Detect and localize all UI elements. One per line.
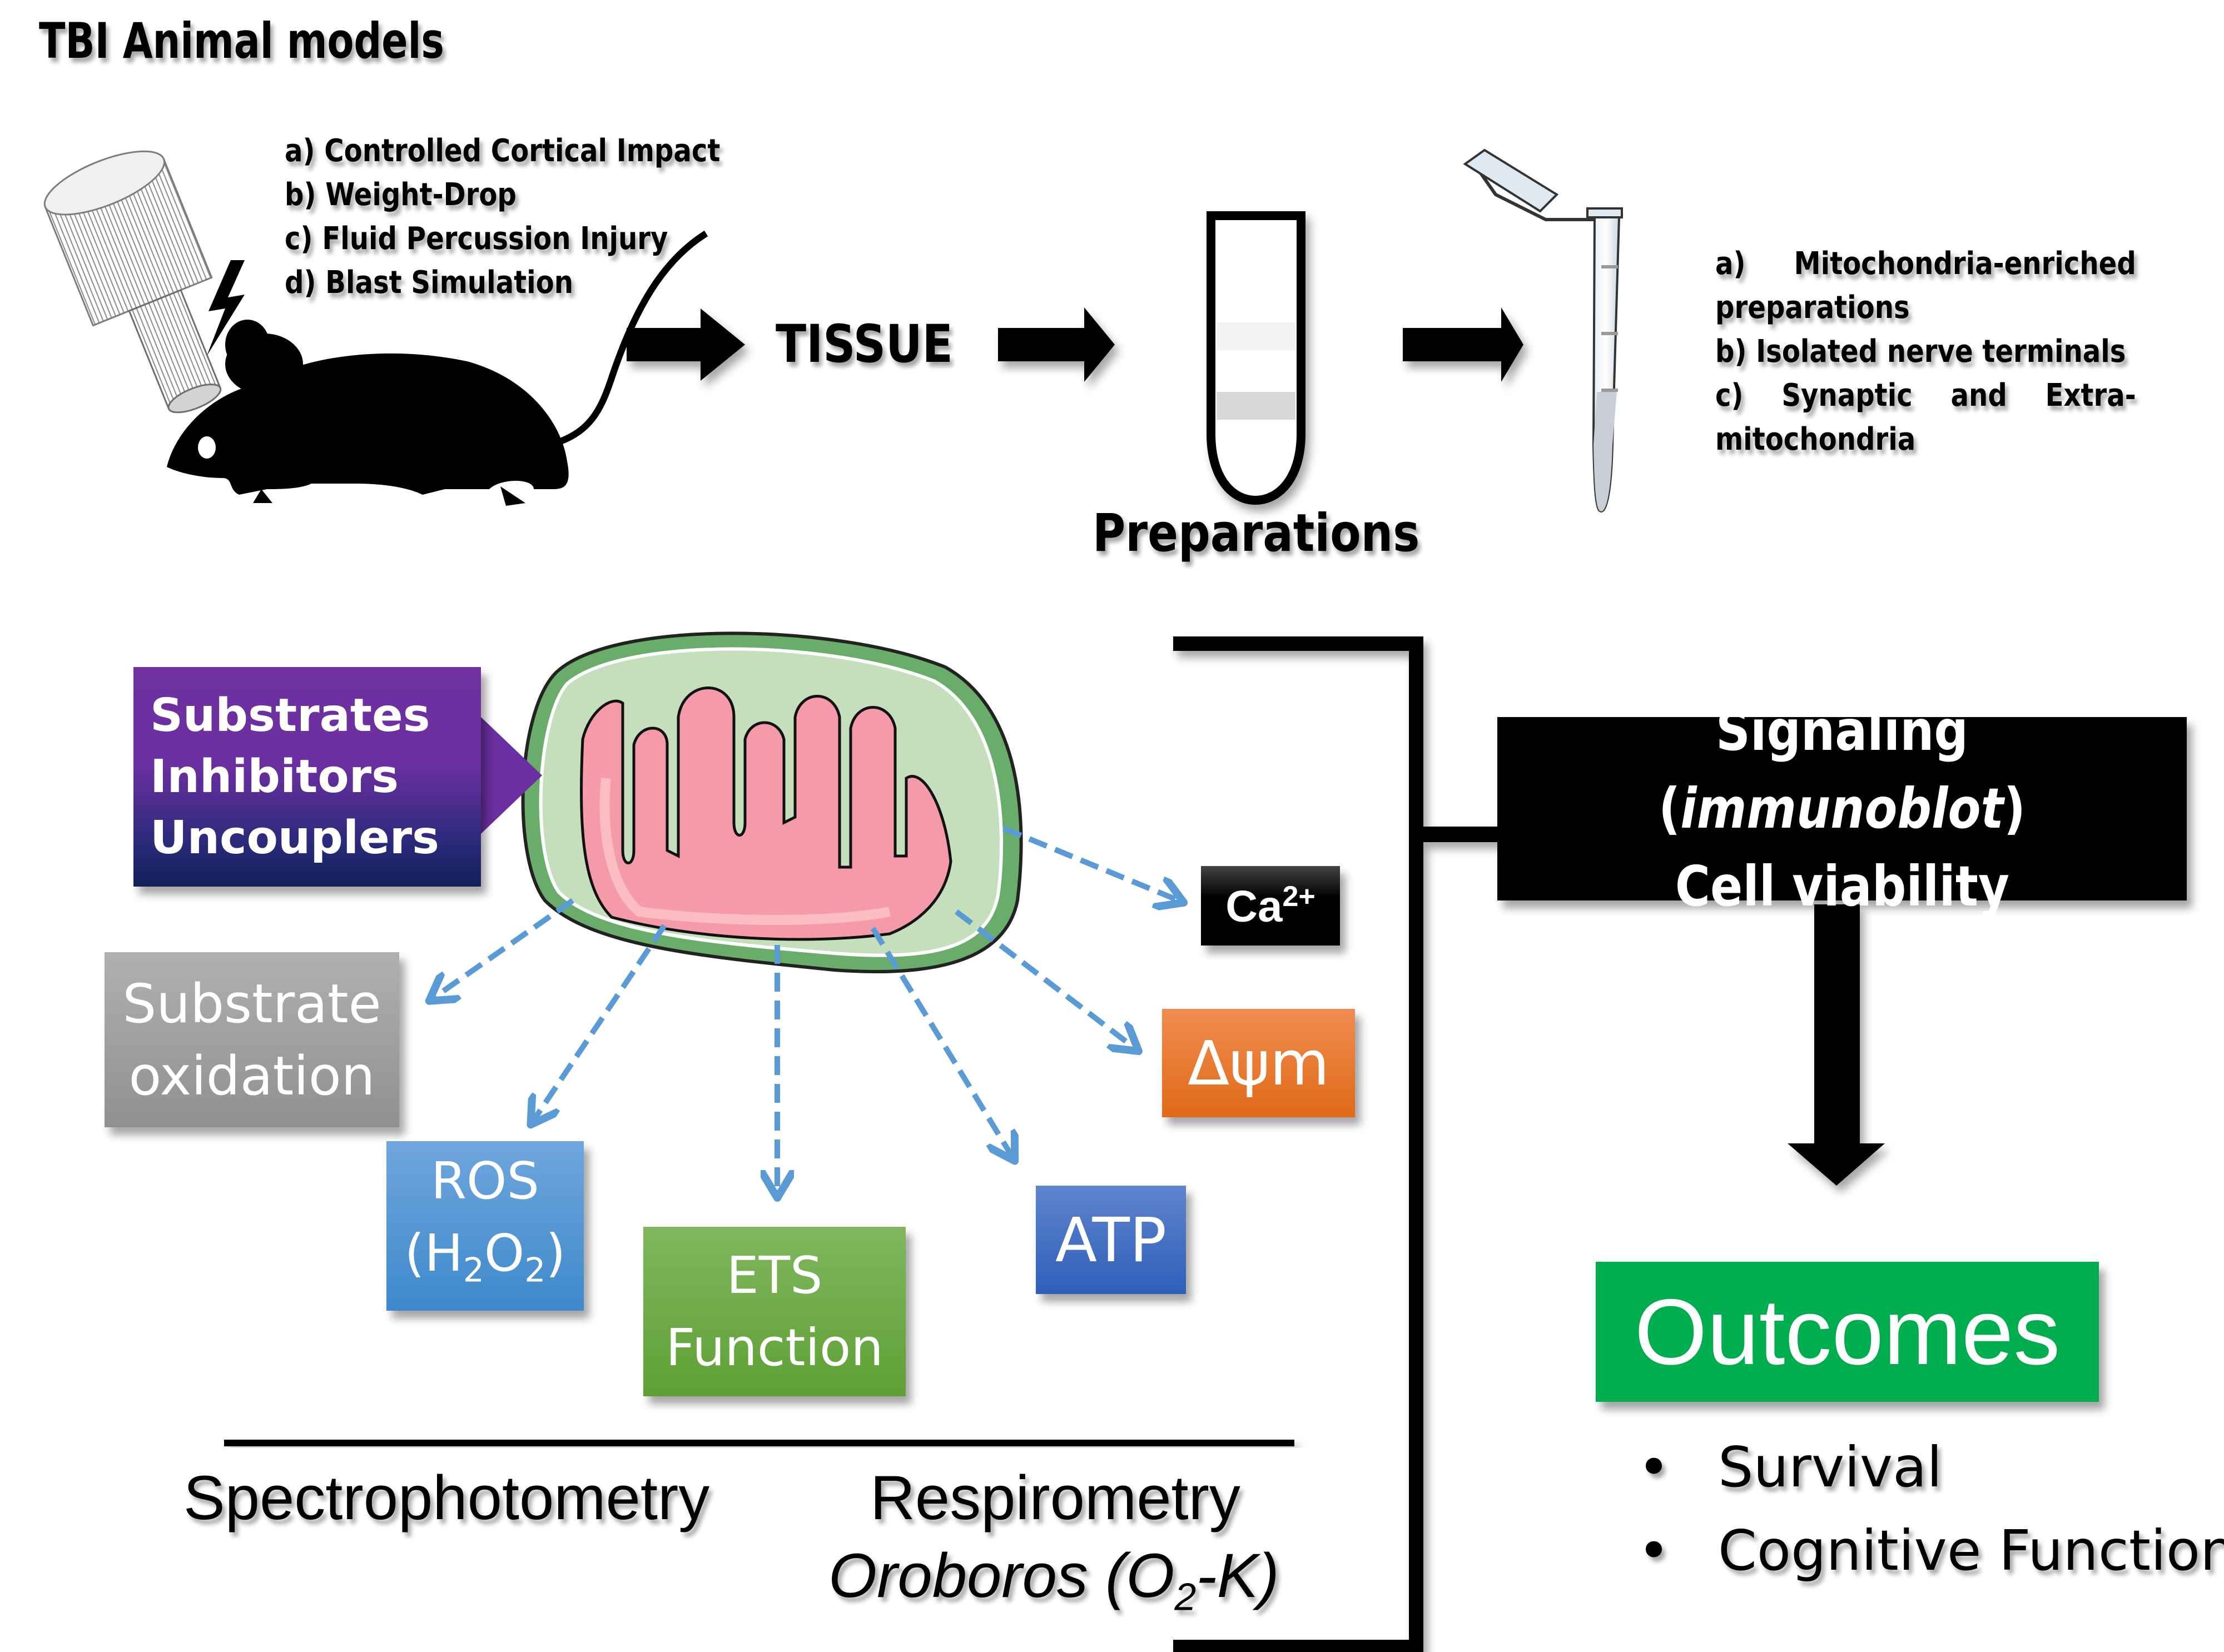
outcome-item: •Cognitive Function [1637,1518,2224,1583]
injury-model-item: a) Controlled Cortical Impact [285,133,721,169]
signaling-line2: Cell viability [1675,854,2009,919]
treatments-box: Substrates Inhibitors Uncouplers [133,667,481,887]
preparations-list: a) Mitochondria-enriched preparations b)… [1715,242,2136,461]
lightning-icon [207,260,245,356]
prep-item-a: a) Mitochondria-enriched [1715,246,2136,282]
down-arrow [1788,904,1885,1186]
arrow-to-atp [870,927,1012,1156]
injury-model-item: d) Blast Simulation [285,265,573,301]
mitochondrion-icon [521,631,1023,974]
methods-divider [224,1440,1294,1446]
treatment-pointer [481,717,542,834]
mouse-eye [198,436,216,459]
outcome-item: •Survival [1637,1435,1943,1500]
calcium-box: Ca2+ [1201,866,1340,946]
spectrophotometry-label: Spectrophotometry [183,1463,710,1532]
injury-model-item: c) Fluid Percussion Injury [285,221,668,257]
atp-box: ATP [1036,1186,1186,1294]
arrow-to-calcium [1002,825,1179,900]
flow-arrow-2 [998,307,1115,382]
prep-item-c: c) Synaptic and Extra- [1715,377,2136,414]
eppendorf-tube-icon [1463,148,1623,513]
flow-arrow-1 [627,308,745,381]
treatment-item: Substrates [150,689,430,742]
bracket [1173,636,1501,1652]
oroboros-label: Oroboros (O2-K) [828,1541,1279,1619]
ros-formula: (H2O2) [404,1223,566,1290]
signaling-box: Signaling (immunoblot) Cell viability [1497,698,2187,919]
arrow-to-substrate-oxidation [434,898,574,998]
prep-item-c-cont: mitochondria [1715,421,1916,457]
tissue-label: TISSUE [776,314,953,375]
ros-box: ROS (H2O2) [386,1141,584,1311]
treatment-item: Inhibitors [150,750,399,803]
injury-model-item: b) Weight-Drop [285,177,517,213]
substrate-oxidation-box: Substrate oxidation [105,952,399,1127]
outcomes-box: Outcomes [1596,1262,2099,1402]
injury-models-list: a) Controlled Cortical Impact b) Weight-… [285,129,720,305]
impactor-icon [43,150,222,414]
mouse-icon [167,230,708,506]
dashed-arrows [434,825,1179,1192]
page-title: TBI Animal models [39,12,444,69]
outcomes-list: •Survival •Cognitive Function [1637,1426,2224,1593]
centrifuge-tube-icon [1207,211,1305,505]
respirometry-label: Respirometry [870,1463,1240,1532]
signaling-line1: Signaling (immunoblot) [1658,698,2026,841]
treatment-item: Uncouplers [150,811,439,864]
arrow-to-ros [534,924,667,1120]
preparations-label: Preparations [1093,503,1420,564]
prep-item-a-cont: preparations [1715,290,1910,326]
flow-arrow-3 [1403,307,1523,382]
membrane-potential-box: Δψm [1162,1009,1355,1117]
arrow-to-dpsi [954,909,1134,1048]
ets-function-box: ETS Function [643,1227,906,1396]
prep-item-b: b) Isolated nerve terminals [1715,334,2126,370]
